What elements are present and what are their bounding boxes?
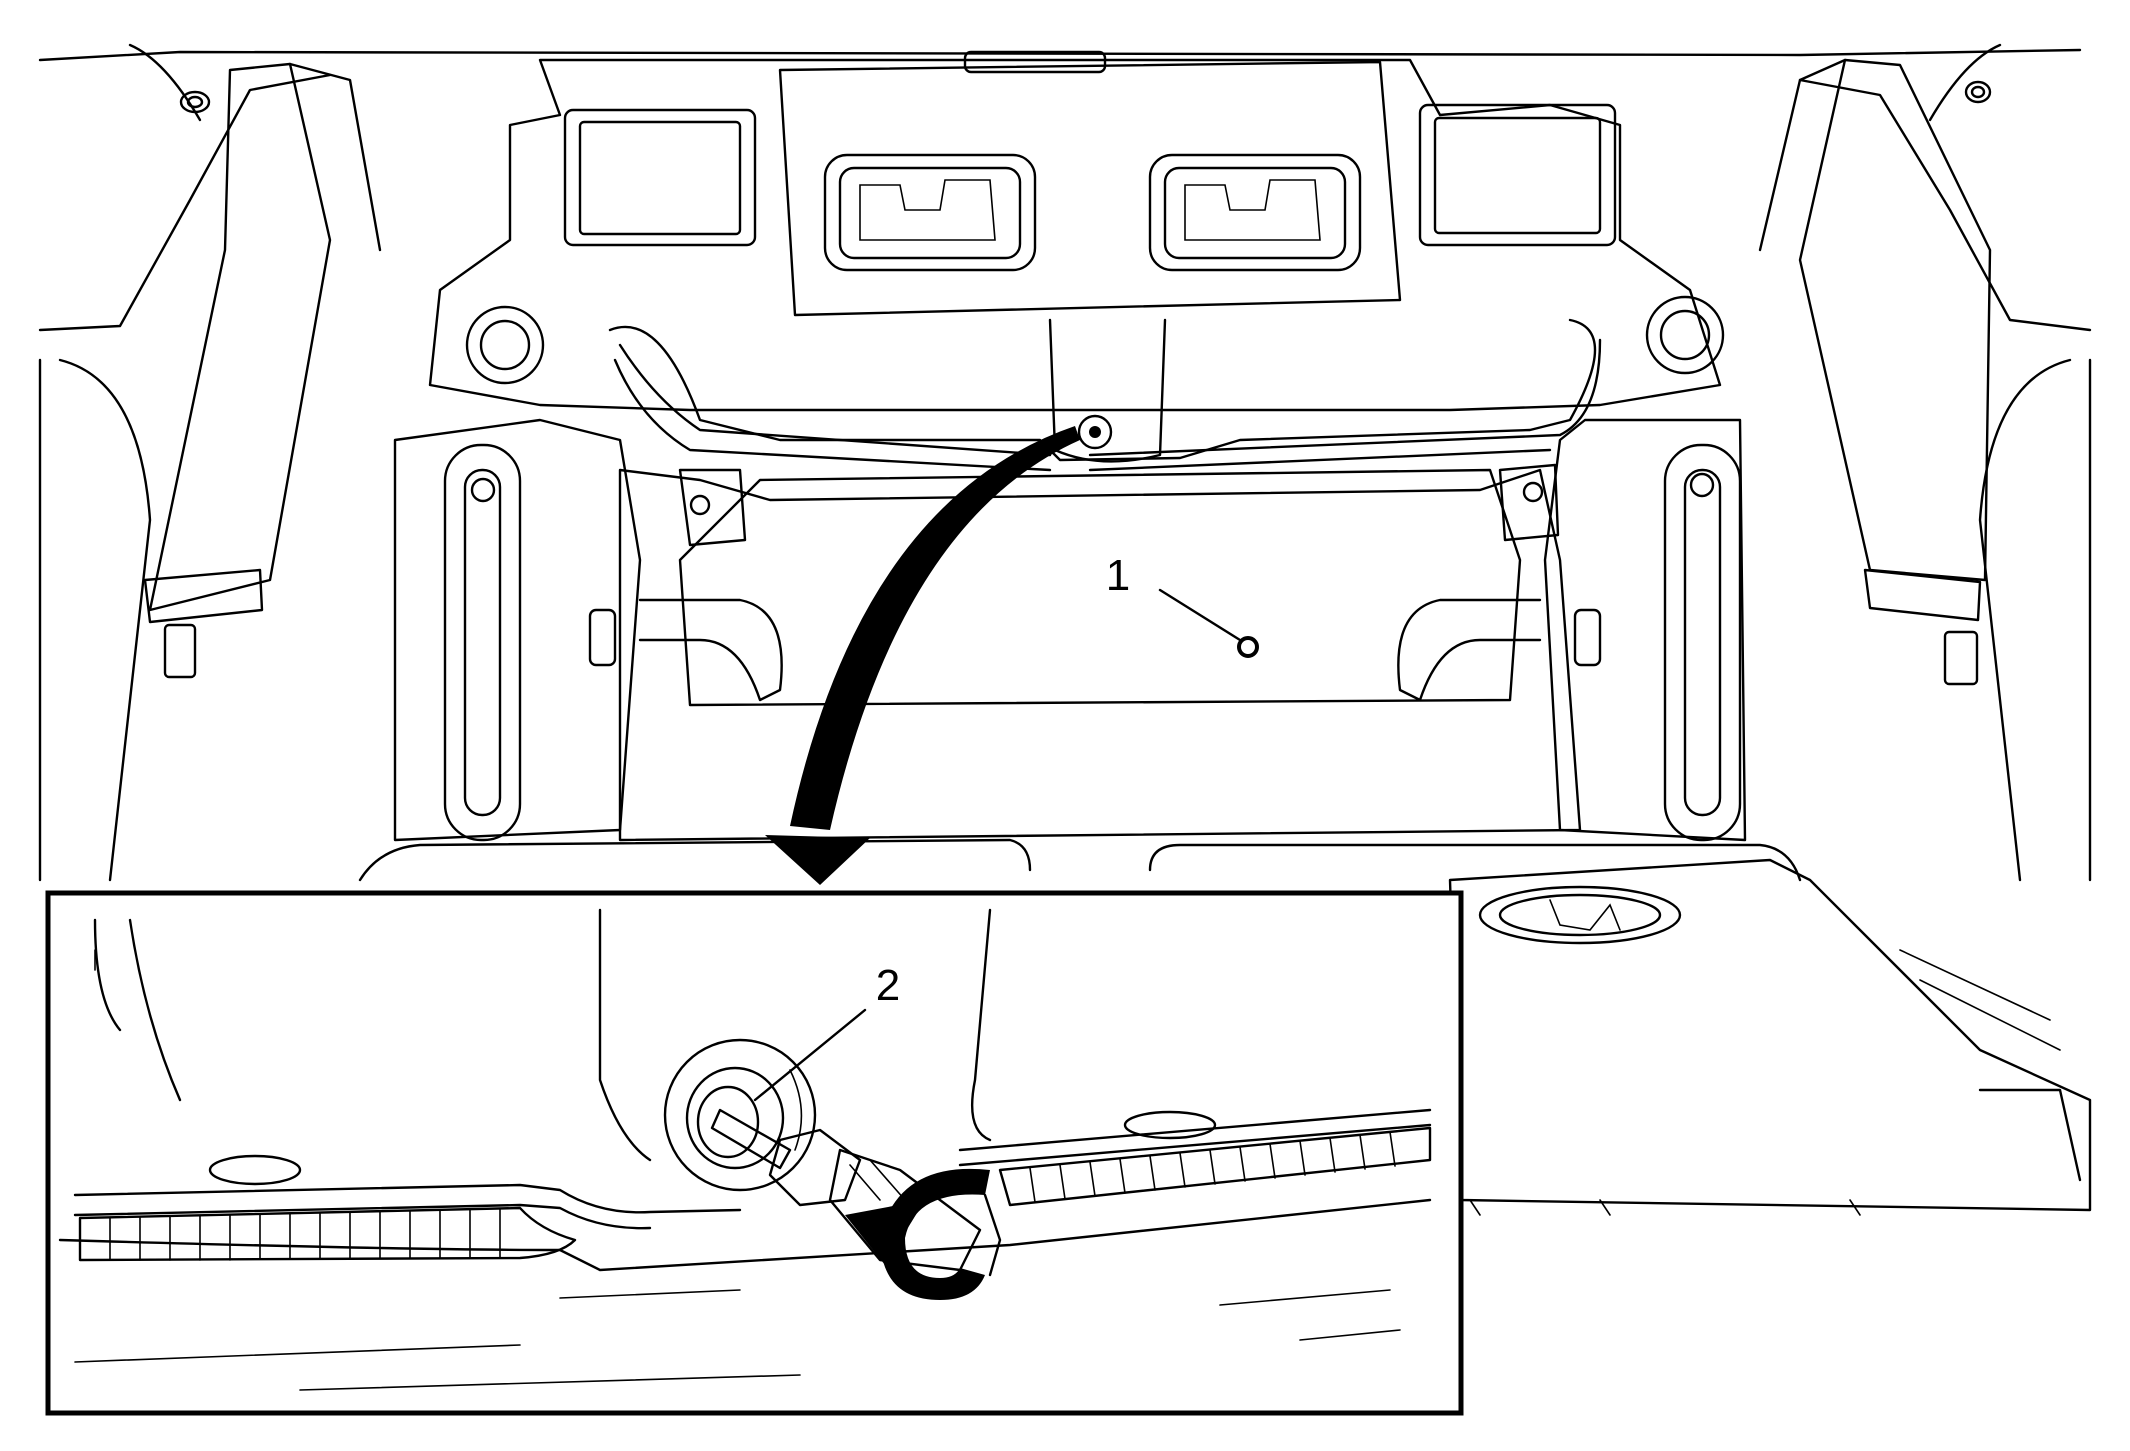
callout-1-label: 1 — [1106, 551, 1130, 600]
pointer-arrow-icon — [765, 426, 1080, 885]
detail-view: 2 — [45, 890, 1464, 1416]
callout-2-label: 2 — [876, 961, 900, 1010]
main-view: 1 — [38, 43, 2092, 1216]
rotate-counterclockwise-icon — [845, 1168, 1002, 1300]
callout-2: 2 — [753, 961, 900, 1102]
right-seat-belt — [1758, 58, 1992, 686]
left-seat-belt — [143, 62, 382, 679]
seat-back — [393, 318, 1747, 842]
package-shelf — [428, 50, 1725, 412]
folded-seat — [1448, 858, 2092, 1216]
callout-1: 1 — [1106, 551, 1259, 658]
